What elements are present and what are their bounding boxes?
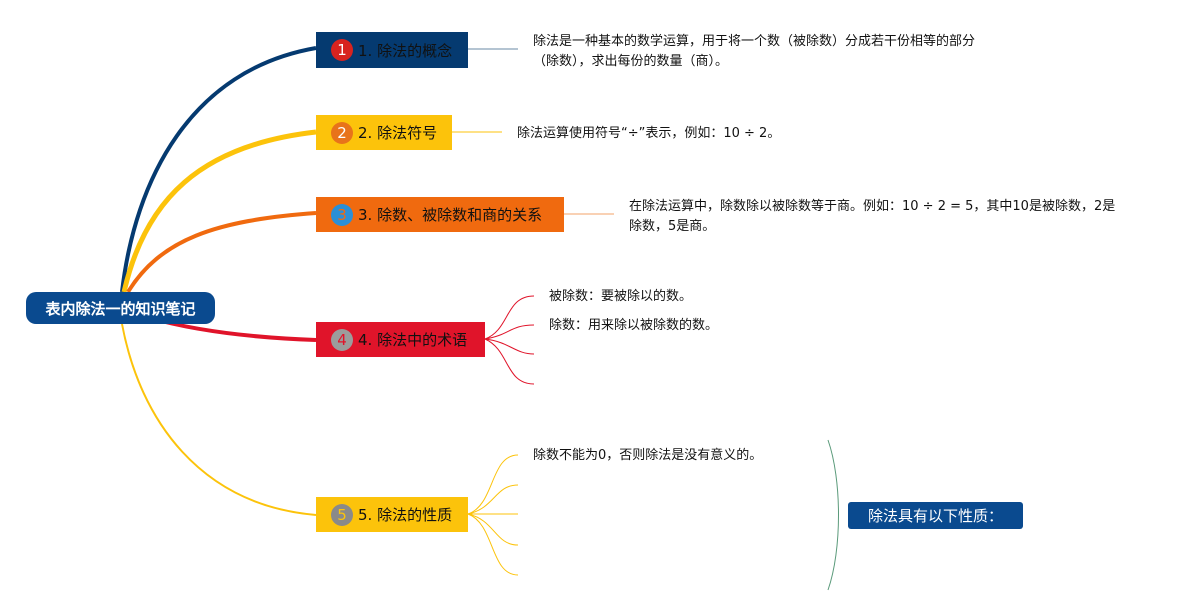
branch-concept-label: 1. 除法的概念 xyxy=(358,41,453,60)
number-badge-5-icon: 5 xyxy=(331,503,353,526)
branch-terms[interactable]: 4 4. 除法中的术语 xyxy=(316,322,485,357)
root-label: 表内除法一的知识笔记 xyxy=(45,299,196,318)
branch-concept[interactable]: 1 1. 除法的概念 xyxy=(316,32,468,68)
connector-branch-5 xyxy=(121,323,317,516)
branch-symbol[interactable]: 2 2. 除法符号 xyxy=(316,115,452,150)
connector-branch-3 xyxy=(126,211,317,294)
connector-terms xyxy=(484,295,535,385)
summary-bracket xyxy=(827,439,839,591)
connector-branch-2 xyxy=(121,129,317,293)
concept-text: 除法是一种基本的数学运算，用于将一个数（被除数）分成若干份相等的部分 （除数），… xyxy=(533,32,975,72)
property-zero-text: 除数不能为0，否则除法是没有意义的。 xyxy=(533,448,763,463)
relation-line-2: 除数，5是商。 xyxy=(629,219,716,234)
term-dividend-text: 被除数：要被除以的数。 xyxy=(549,289,693,304)
relation-text: 在除法运算中，除数除以被除数等于商。例如：10 ÷ 2 = 5，其中10是被除数… xyxy=(629,197,1115,237)
connector-properties xyxy=(467,454,519,576)
branch-symbol-label: 2. 除法符号 xyxy=(358,124,438,142)
branch-terms-label: 4. 除法中的术语 xyxy=(358,331,468,349)
symbol-text: 除法运算使用符号“÷”表示，例如：10 ÷ 2。 xyxy=(517,126,781,141)
branch-properties[interactable]: 5 5. 除法的性质 xyxy=(316,497,468,532)
number-badge-3-icon: 3 xyxy=(331,203,353,226)
number-badge-4-icon: 4 xyxy=(331,328,353,351)
connector-branch-1 xyxy=(120,46,317,293)
branch-relation[interactable]: 3 3. 除数、被除数和商的关系 xyxy=(316,197,564,232)
branch-properties-label: 5. 除法的性质 xyxy=(358,506,453,524)
concept-line-2: （除数），求出每份的数量（商）。 xyxy=(533,54,729,69)
properties-summary-label: 除法具有以下性质： xyxy=(867,507,1003,525)
relation-line-1: 在除法运算中，除数除以被除数等于商。例如：10 ÷ 2 = 5，其中10是被除数… xyxy=(629,199,1116,214)
concept-line-1: 除法是一种基本的数学运算，用于将一个数（被除数）分成若干份相等的部分 xyxy=(533,34,976,49)
properties-summary-node[interactable]: 除法具有以下性质： xyxy=(848,502,1023,529)
branch-relation-label: 3. 除数、被除数和商的关系 xyxy=(358,206,543,224)
term-divisor-text: 除数：用来除以被除数的数。 xyxy=(549,318,719,333)
root-node[interactable]: 表内除法一的知识笔记 xyxy=(26,292,215,324)
number-badge-2-icon: 2 xyxy=(331,121,353,144)
number-badge-1-icon: 1 xyxy=(331,39,353,61)
